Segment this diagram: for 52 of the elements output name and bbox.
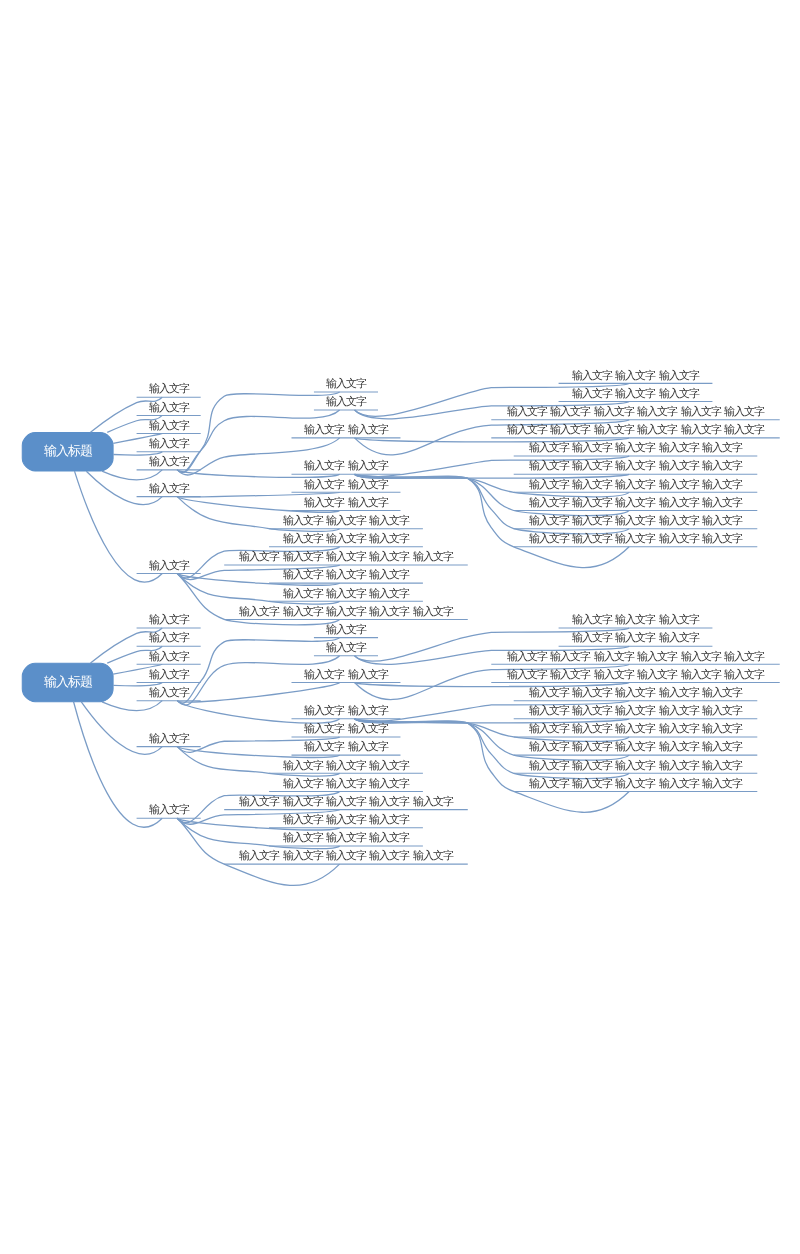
connector [352, 718, 629, 813]
connector [352, 437, 629, 443]
connector [71, 701, 162, 828]
connector [175, 495, 340, 533]
connector [100, 469, 162, 481]
connector [175, 681, 340, 703]
connector [352, 473, 629, 498]
connector [111, 663, 162, 675]
connector [175, 469, 340, 478]
connector [175, 637, 340, 704]
connector [100, 700, 162, 712]
connector [352, 473, 629, 569]
connector [175, 700, 340, 724]
connector [105, 414, 162, 433]
connector [175, 495, 340, 513]
connector [175, 655, 340, 706]
connector [352, 718, 629, 780]
connector [175, 572, 340, 586]
connector [352, 627, 629, 662]
connector [175, 572, 340, 605]
connector [88, 396, 162, 433]
connector [352, 645, 629, 665]
connector [352, 718, 629, 761]
connector [175, 817, 340, 887]
connector [352, 473, 629, 535]
connector [105, 645, 162, 664]
connector [175, 546, 340, 579]
connector [175, 564, 340, 581]
connector [111, 451, 162, 456]
connector [84, 470, 162, 506]
connector [352, 663, 629, 700]
connector [352, 400, 629, 420]
connector [175, 745, 340, 759]
connector [175, 736, 340, 753]
connector [79, 701, 162, 755]
connector [175, 572, 340, 626]
connector [352, 382, 629, 417]
connector [352, 473, 629, 517]
connector [352, 681, 629, 688]
connector [111, 681, 162, 687]
connector [352, 718, 629, 743]
connector [175, 745, 340, 777]
connector [175, 817, 340, 850]
connector [175, 409, 340, 474]
connector [175, 491, 340, 498]
connector [175, 437, 340, 476]
connector [88, 627, 162, 664]
connector [72, 470, 162, 583]
connector [175, 817, 340, 831]
connector [175, 391, 340, 474]
connector [352, 419, 629, 456]
connector [111, 432, 162, 444]
